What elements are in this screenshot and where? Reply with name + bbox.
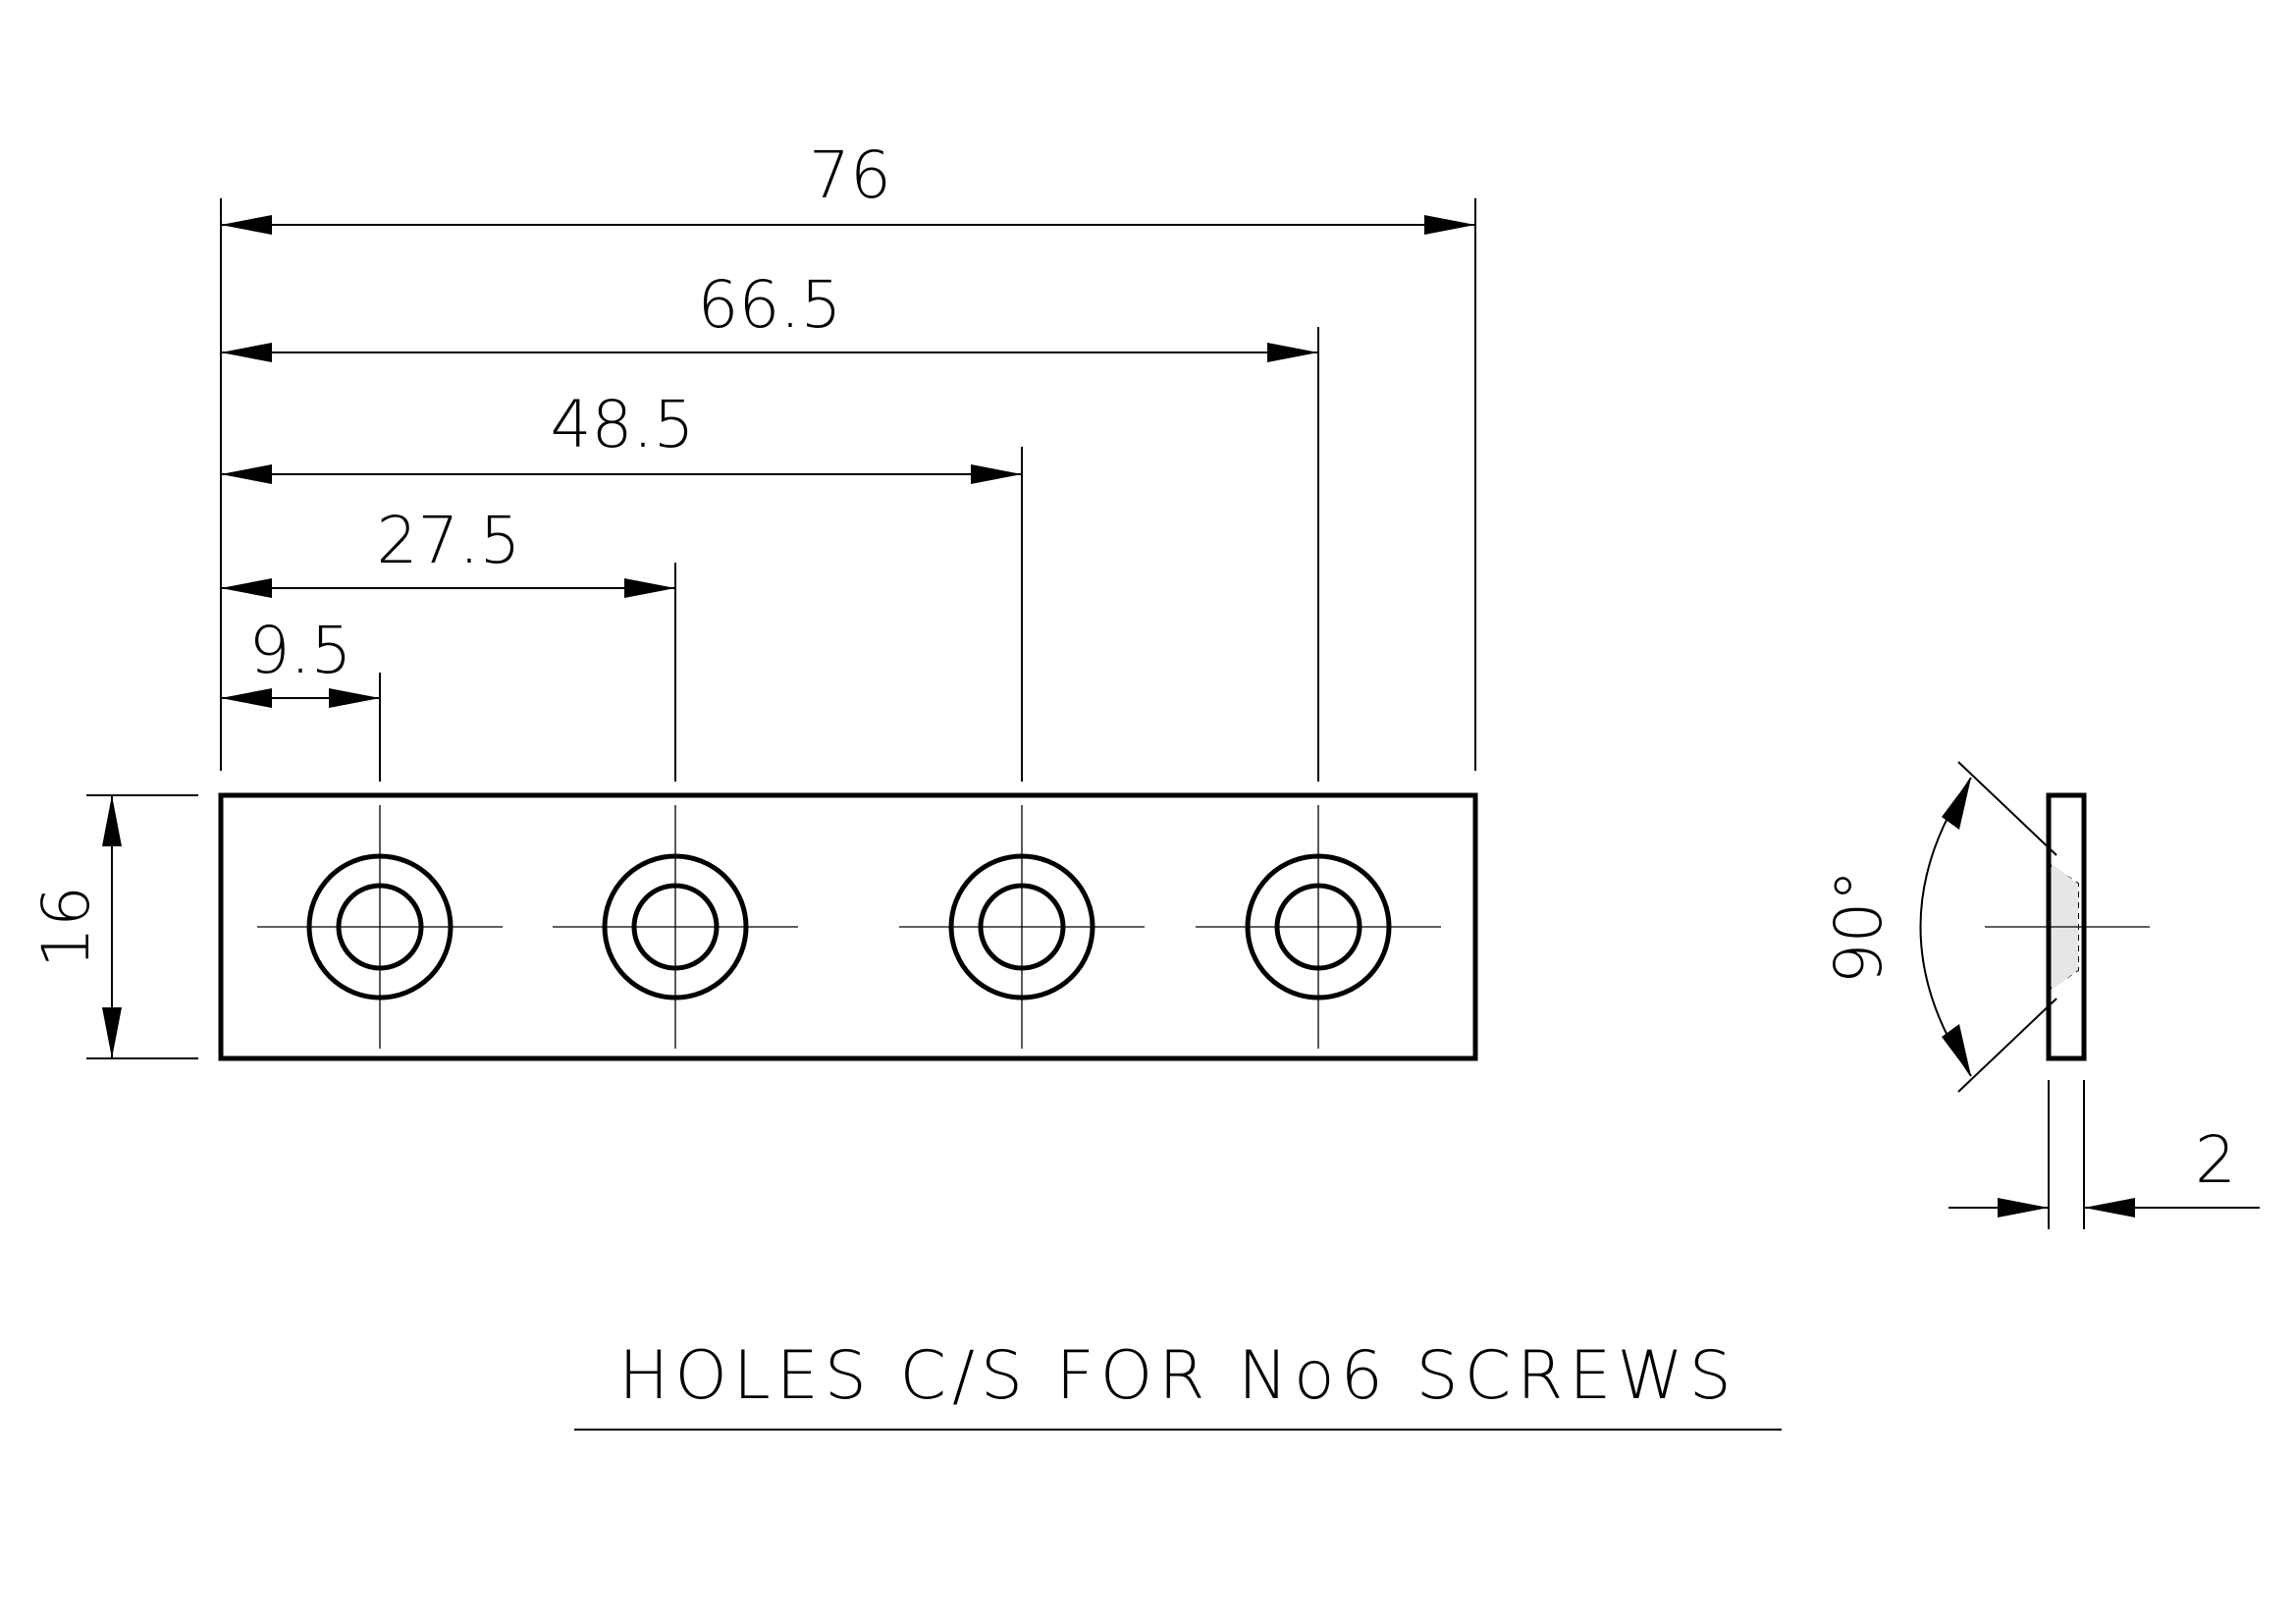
dimension-label-9-5: 9.5 (249, 613, 352, 688)
dimension-48-5: 48.5 (221, 387, 1022, 484)
countersunk-hole-1 (257, 805, 503, 1049)
extension-lines (86, 198, 1476, 1059)
dimension-label-66-5: 66.5 (698, 267, 842, 343)
dimension-label-16: 16 (28, 886, 104, 968)
front-view: 76 66.5 48.5 27.5 9.5 (28, 137, 1478, 1061)
countersunk-hole-2 (553, 805, 798, 1049)
dimension-label-48-5: 48.5 (551, 387, 695, 462)
dimension-9-5: 9.5 (221, 613, 380, 708)
dimension-16: 16 (28, 795, 122, 1058)
drawing-note: HOLES C/S FOR No6 SCREWS (574, 1337, 1782, 1431)
dimension-76: 76 (221, 137, 1475, 235)
dimension-label-2: 2 (2195, 1122, 2236, 1198)
countersunk-hole-4 (1196, 805, 1441, 1049)
countersunk-hole-3 (899, 805, 1145, 1049)
side-view: 90° 2 (1821, 761, 2260, 1229)
dimension-label-76: 76 (809, 137, 891, 213)
angle-label-90: 90° (1821, 870, 1896, 985)
plate-outline (218, 792, 1478, 1061)
dimension-66-5: 66.5 (221, 267, 1318, 362)
dimension-label-27-5: 27.5 (377, 503, 521, 578)
note-text: HOLES C/S FOR No6 SCREWS (618, 1337, 1737, 1415)
dimension-2: 2 (1949, 1080, 2260, 1229)
dimension-27-5: 27.5 (221, 503, 675, 598)
angle-arc (1919, 777, 1972, 1077)
